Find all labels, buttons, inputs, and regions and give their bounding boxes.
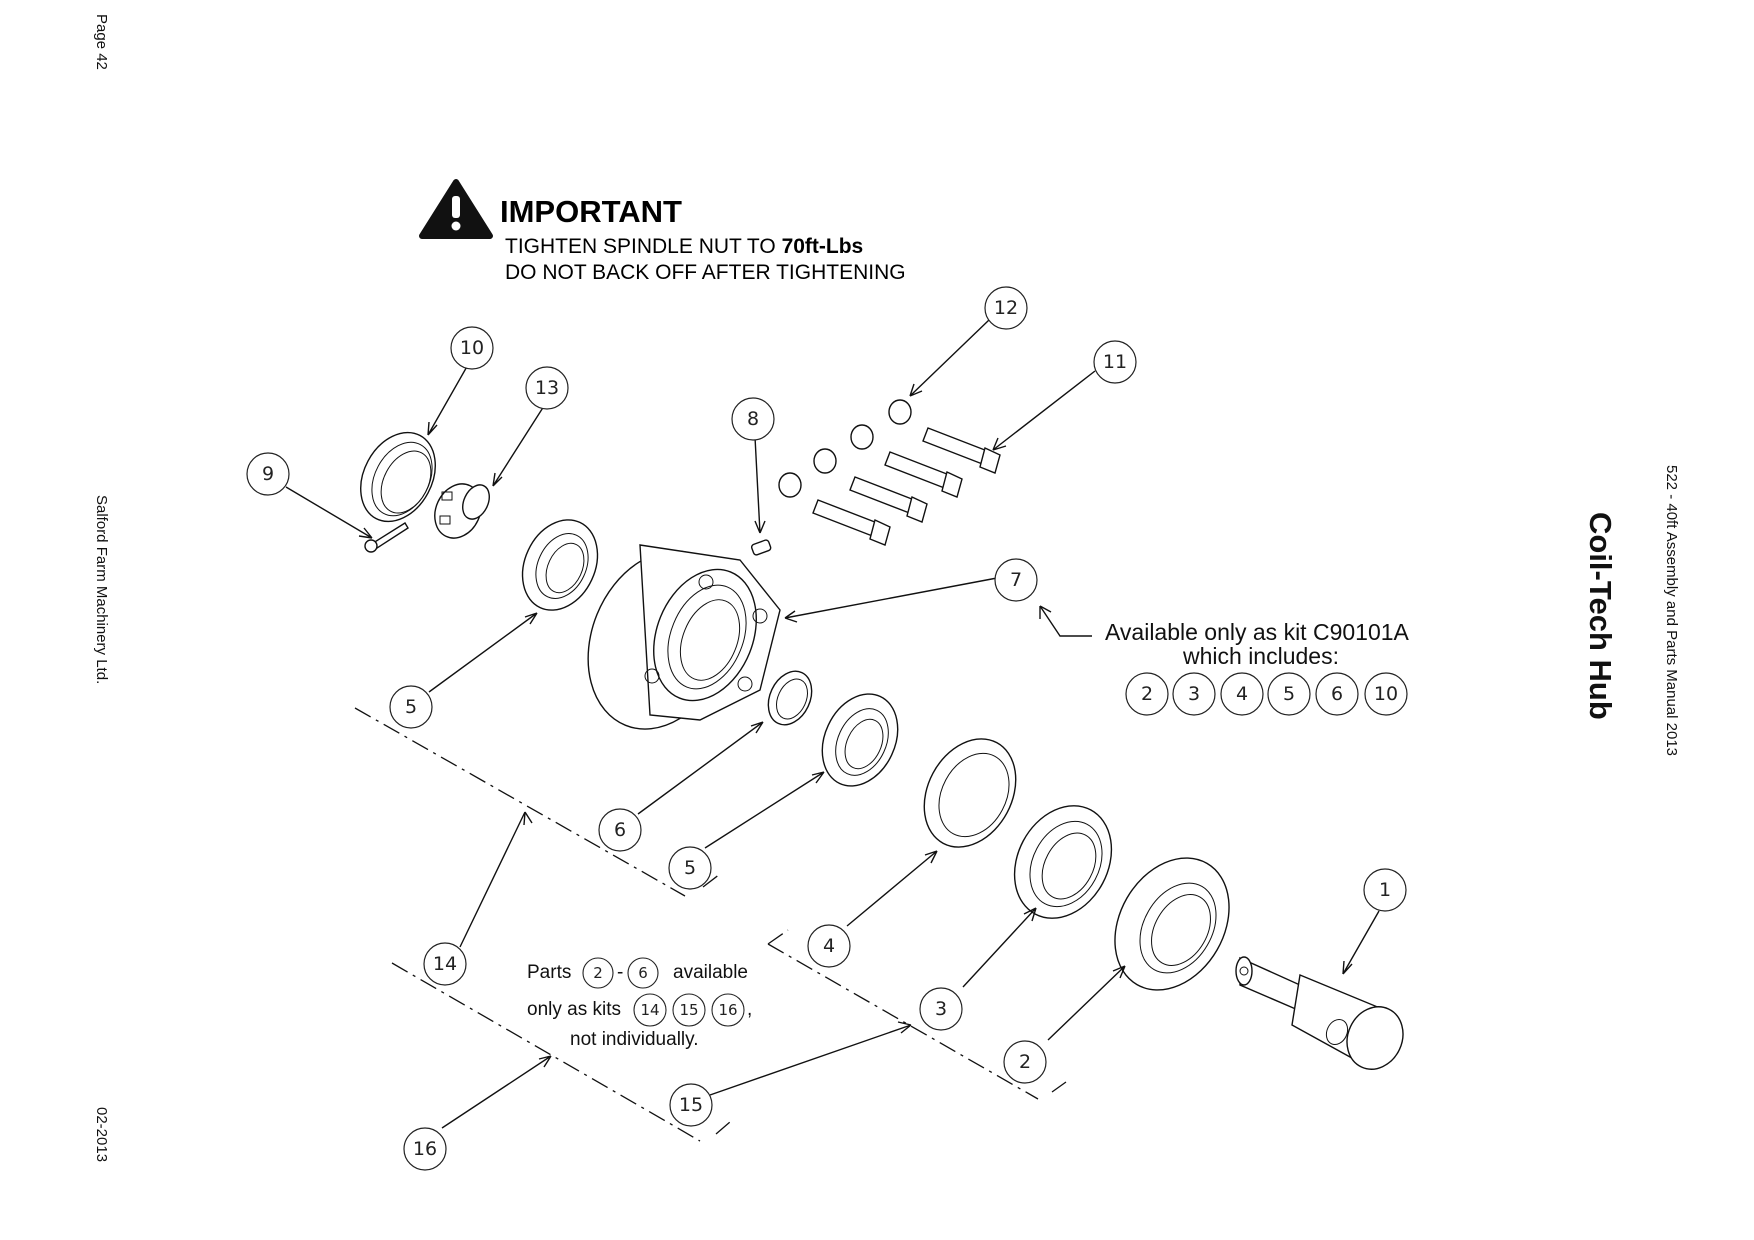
svg-text:5: 5 bbox=[684, 857, 696, 879]
callout-2: 2 bbox=[1003, 1040, 1047, 1084]
svg-text:3: 3 bbox=[1188, 683, 1200, 705]
only-as-kits: only as kits bbox=[527, 999, 621, 1020]
callout-1: 1 bbox=[1363, 868, 1407, 912]
callout-16: 16 bbox=[403, 1127, 447, 1171]
kit-include-2: 2 bbox=[1125, 672, 1169, 716]
callout-6: 6 bbox=[598, 808, 642, 852]
warning-triangle-icon bbox=[419, 179, 493, 239]
svg-text:8: 8 bbox=[747, 408, 759, 430]
kit-availability-note: Available only as kit C90101A which incl… bbox=[1105, 619, 1410, 716]
parts-word: Parts bbox=[527, 962, 571, 983]
part-12-nuts bbox=[778, 399, 912, 498]
part-7-hub bbox=[587, 544, 781, 730]
part-5-bearing-lower bbox=[821, 693, 899, 787]
parts-range-to: 6 bbox=[627, 957, 659, 989]
callout-3: 3 bbox=[919, 987, 963, 1031]
parts-kit-14: 14 bbox=[633, 993, 667, 1027]
svg-text:5: 5 bbox=[405, 696, 417, 718]
svg-text:12: 12 bbox=[994, 297, 1018, 319]
svg-text:10: 10 bbox=[1374, 683, 1398, 705]
kit-note-line2: which includes: bbox=[1182, 643, 1339, 669]
kit-include-3: 3 bbox=[1172, 672, 1216, 716]
part-13-castle-nut bbox=[434, 483, 490, 539]
leader-lines bbox=[285, 319, 1380, 1129]
parts-range-separator: - bbox=[617, 962, 623, 983]
svg-text:15: 15 bbox=[679, 1001, 698, 1019]
svg-text:1: 1 bbox=[1379, 879, 1391, 901]
important-notice: IMPORTANT TIGHTEN SPINDLE NUT TO 70ft-Lb… bbox=[419, 179, 906, 284]
part-4-seal-cup bbox=[923, 738, 1017, 848]
svg-text:2: 2 bbox=[593, 964, 603, 982]
kits-comma: , bbox=[747, 999, 752, 1020]
part-11-bolts bbox=[812, 427, 1001, 546]
svg-text:2: 2 bbox=[1141, 683, 1153, 705]
callout-11: 11 bbox=[1093, 340, 1137, 384]
available-word: available bbox=[673, 962, 748, 983]
kit-16-boundary bbox=[391, 962, 731, 1142]
parts-kit-16: 16 bbox=[711, 993, 745, 1027]
svg-text:15: 15 bbox=[679, 1094, 703, 1116]
kit-include-10: 10 bbox=[1364, 672, 1408, 716]
part-6-spacer bbox=[767, 670, 813, 726]
svg-text:16: 16 bbox=[718, 1001, 737, 1019]
svg-text:10: 10 bbox=[460, 337, 484, 359]
callout-12: 12 bbox=[984, 286, 1028, 330]
part-3-seal bbox=[1013, 805, 1113, 919]
part-1-spindle bbox=[1235, 956, 1404, 1070]
callout-8: 8 bbox=[731, 397, 775, 441]
svg-text:13: 13 bbox=[535, 377, 559, 399]
kit-14-boundary bbox=[354, 707, 721, 897]
callout-13: 13 bbox=[525, 366, 569, 410]
svg-text:3: 3 bbox=[935, 998, 947, 1020]
svg-text:4: 4 bbox=[823, 935, 835, 957]
kit-include-6: 6 bbox=[1315, 672, 1359, 716]
parts-range-from: 2 bbox=[582, 957, 614, 989]
callout-4: 4 bbox=[807, 924, 851, 968]
not-individually: not individually. bbox=[570, 1029, 699, 1050]
kit-include-5: 5 bbox=[1267, 672, 1311, 716]
svg-text:9: 9 bbox=[262, 463, 274, 485]
part-2-seal-plate bbox=[1114, 857, 1230, 991]
important-heading: IMPORTANT bbox=[500, 194, 682, 229]
kit-15-boundary bbox=[767, 929, 1067, 1100]
kit-note-line1: Available only as kit C90101A bbox=[1105, 619, 1410, 645]
svg-text:14: 14 bbox=[433, 953, 457, 975]
kit-include-4: 4 bbox=[1220, 672, 1264, 716]
callout-7: 7 bbox=[994, 558, 1038, 602]
svg-text:11: 11 bbox=[1103, 351, 1127, 373]
svg-text:2: 2 bbox=[1019, 1051, 1031, 1073]
svg-text:6: 6 bbox=[614, 819, 626, 841]
torque-instruction: TIGHTEN SPINDLE NUT TO 70ft-Lbs bbox=[505, 235, 863, 258]
no-back-off-instruction: DO NOT BACK OFF AFTER TIGHTENING bbox=[505, 261, 906, 284]
parts-kit-note: Parts 2 - 6 available only as kits 14 15… bbox=[527, 957, 752, 1050]
callout-5-lower: 5 bbox=[668, 846, 712, 890]
parts-kit-15: 15 bbox=[672, 993, 706, 1027]
callout-10: 10 bbox=[450, 326, 494, 370]
callout-15: 15 bbox=[669, 1083, 713, 1127]
part-10-seal bbox=[360, 431, 436, 523]
callout-5-upper: 5 bbox=[389, 685, 433, 729]
part-8-grease-nipple bbox=[750, 539, 772, 556]
svg-text:14: 14 bbox=[640, 1001, 659, 1019]
svg-text:6: 6 bbox=[1331, 683, 1343, 705]
part-5-bearing-upper bbox=[521, 519, 599, 611]
svg-text:4: 4 bbox=[1236, 683, 1248, 705]
svg-text:5: 5 bbox=[1283, 683, 1295, 705]
callout-14: 14 bbox=[423, 942, 467, 986]
callout-9: 9 bbox=[246, 452, 290, 496]
svg-text:16: 16 bbox=[413, 1138, 437, 1160]
svg-text:6: 6 bbox=[638, 964, 648, 982]
svg-text:7: 7 bbox=[1010, 569, 1022, 591]
part-9-cotter-pin bbox=[364, 522, 409, 553]
